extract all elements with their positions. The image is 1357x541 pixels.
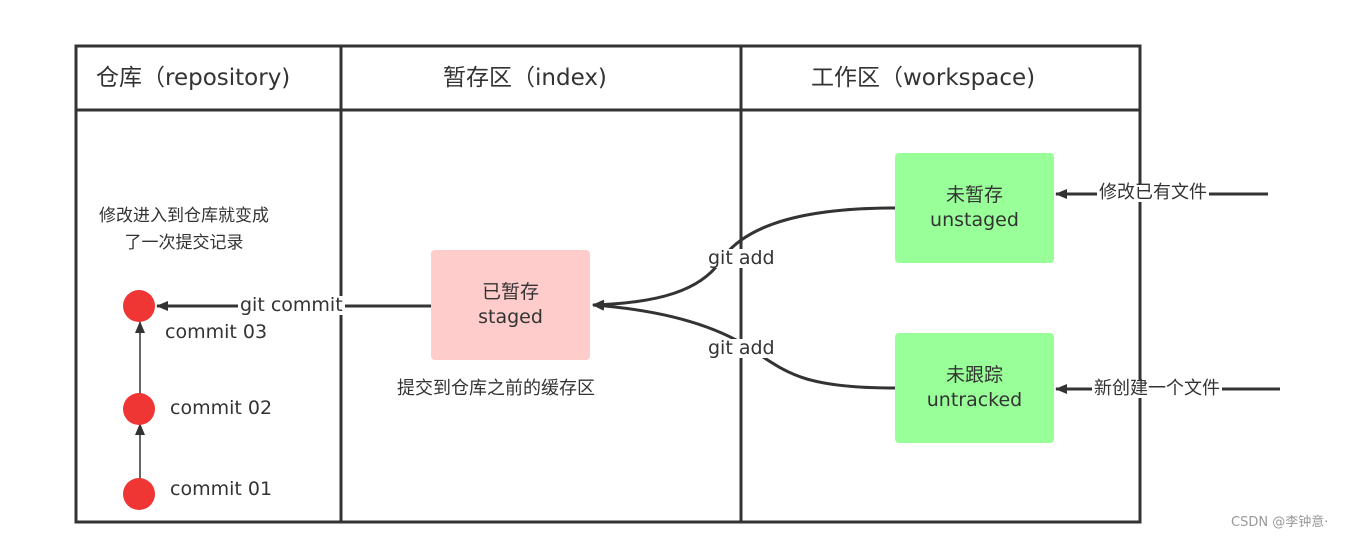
- commit-dot-03: [123, 290, 155, 322]
- repository-note: 修改进入到仓库就变成了一次提交记录: [99, 206, 269, 253]
- header-workspace: 工作区（workspace): [811, 65, 1036, 91]
- untracked-box: 未跟踪 untracked: [895, 333, 1054, 443]
- header-index: 暂存区（index): [443, 65, 607, 91]
- commit-label-03: commit 03: [165, 321, 268, 343]
- modify-file-label: 修改已有文件: [1097, 182, 1209, 203]
- commit-label-02: commit 02: [170, 397, 273, 419]
- unstaged-box: 未暂存 unstaged: [895, 153, 1054, 263]
- staged-box: 已暂存 staged: [431, 250, 590, 360]
- untracked-box-subtitle: untracked: [926, 389, 1023, 411]
- unstaged-box-title: 未暂存: [945, 184, 1003, 206]
- untracked-box-title: 未跟踪: [945, 364, 1003, 386]
- git-add-label-top: git add: [706, 247, 777, 269]
- git-add-label-bottom: git add: [706, 337, 777, 359]
- unstaged-box-subtitle: unstaged: [930, 209, 1019, 231]
- commit-dot-01: [123, 478, 155, 510]
- staged-box-subtitle: staged: [478, 306, 543, 328]
- table-frame: [74, 44, 1142, 524]
- git-commit-label: git commit: [238, 294, 345, 316]
- commit-label-01: commit 01: [170, 478, 273, 500]
- commit-dot-02: [123, 393, 155, 425]
- header-repository: 仓库（repository): [96, 65, 291, 91]
- staged-box-title: 已暂存: [481, 281, 539, 303]
- index-note: 提交到仓库之前的缓存区: [397, 378, 595, 399]
- new-file-label: 新创建一个文件: [1092, 378, 1222, 399]
- watermark: CSDN @李钟意·: [1231, 515, 1329, 530]
